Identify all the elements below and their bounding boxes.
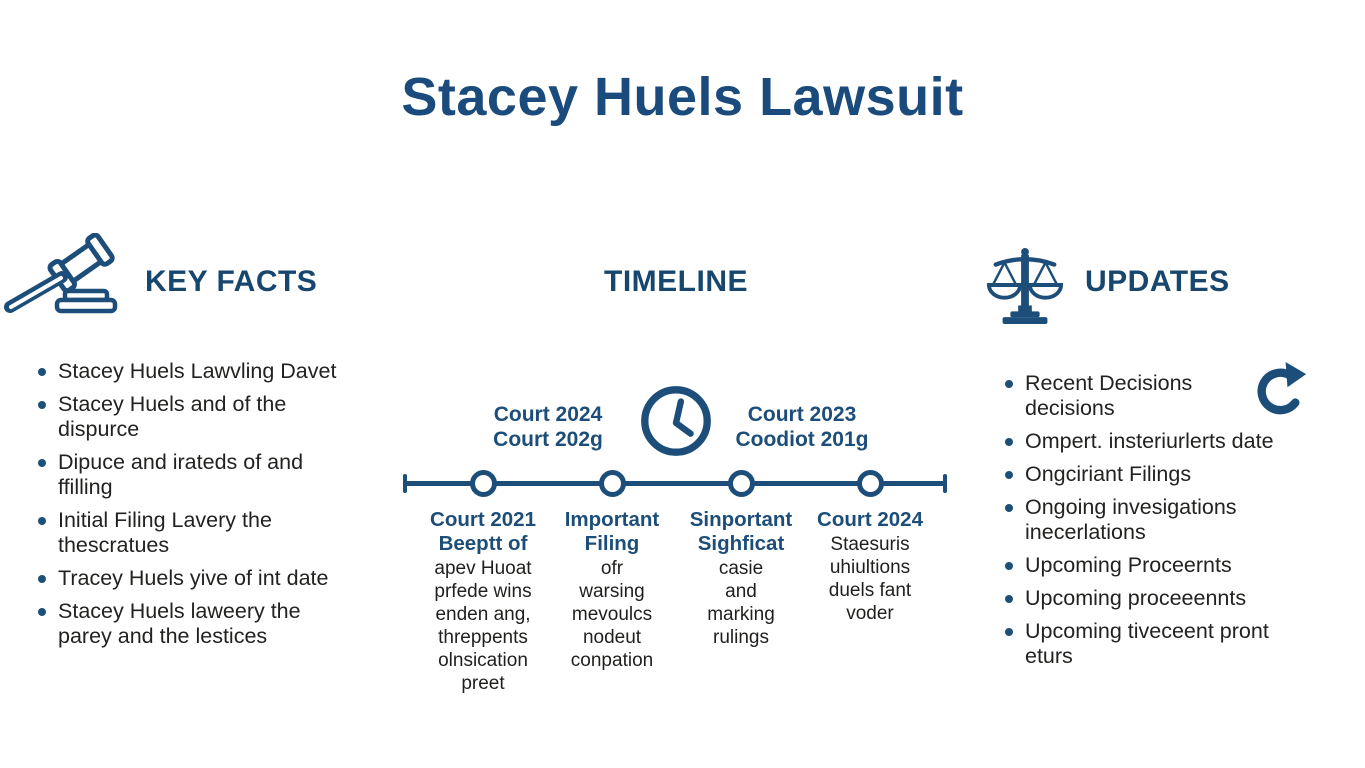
update-text: Ompert. insteriurlerts date <box>1025 429 1274 453</box>
bullet-dot <box>1005 438 1013 446</box>
list-item: Initial Filing Lavery the thescratues <box>38 508 338 558</box>
event-description: apev Huoat prfede wins enden ang, threpp… <box>434 558 532 694</box>
timeline-node <box>599 470 626 497</box>
list-item: Upcoming tiveceent pront eturs <box>1005 619 1283 669</box>
key-fact-text: Stacey Huels Lawvling Davet <box>58 359 337 383</box>
bullet-dot <box>38 368 46 376</box>
event-title: Important <box>564 508 660 531</box>
timeline-axis <box>405 481 945 486</box>
event-title: Court 2021 <box>430 508 536 531</box>
event-subtitle: Sighficat <box>697 532 785 555</box>
event-title: Court 2024 <box>817 508 923 531</box>
list-item: Dipuce and irateds of and ffilling <box>38 450 338 500</box>
bullet-dot <box>1005 595 1013 603</box>
event-description: Staesuris uhiultions duels fant voder <box>828 534 912 624</box>
list-item: Ongciriant Filings <box>1005 462 1283 487</box>
timeline-node <box>728 470 755 497</box>
update-text: Recent Decisions decisions <box>1025 371 1193 420</box>
key-fact-text: Stacey Huels laweery the parey and the l… <box>58 599 301 648</box>
bullet-dot <box>38 517 46 525</box>
bullet-dot <box>38 575 46 583</box>
bullet-dot <box>1005 504 1013 512</box>
timeline-label-above-right: Court 2023 Coodiot 201g <box>735 403 869 451</box>
bullet-dot <box>1005 628 1013 636</box>
event-title: Sinportant <box>689 508 793 531</box>
refresh-icon <box>1252 360 1308 420</box>
event-subtitle: Beeptt of <box>438 532 528 555</box>
updates-list: Recent Decisions decisions Ompert. inste… <box>1005 371 1283 677</box>
update-text: Upcoming tiveceent pront eturs <box>1025 619 1269 668</box>
bullet-dot <box>38 401 46 409</box>
timeline-event: Important Filing ofr warsing mevoulcs no… <box>534 508 690 672</box>
timeline-heading: TIMELINE <box>604 265 748 298</box>
key-facts-list: Stacey Huels Lawvling Davet Stacey Huels… <box>38 359 338 657</box>
scales-icon <box>986 244 1064 326</box>
timeline-endcap-right <box>943 474 947 493</box>
list-item: Ompert. insteriurlerts date <box>1005 429 1283 454</box>
event-description: casie and marking rulings <box>707 558 775 648</box>
bullet-dot <box>1005 562 1013 570</box>
timeline-event: Court 2021 Beeptt of apev Huoat prfede w… <box>405 508 561 695</box>
update-text: Ongoing invesigations inecerlations <box>1025 495 1237 544</box>
list-item: Upcoming Proceernts <box>1005 553 1283 578</box>
list-item: Stacey Huels Lawvling Davet <box>38 359 338 384</box>
updates-heading: UPDATES <box>1085 265 1230 298</box>
update-text: Upcoming proceeennts <box>1025 586 1247 610</box>
bullet-dot <box>1005 471 1013 479</box>
list-item: Upcoming proceeennts <box>1005 586 1283 611</box>
timeline-event: Sinportant Sighficat casie and marking r… <box>663 508 819 649</box>
update-text: Ongciriant Filings <box>1025 462 1192 486</box>
timeline-event: Court 2024 Staesuris uhiultions duels fa… <box>792 508 948 625</box>
list-item: Ongoing invesigations inecerlations <box>1005 495 1283 545</box>
key-fact-text: Tracey Huels yive of int date <box>58 566 329 590</box>
list-item: Stacey Huels and of the dispurce <box>38 392 338 442</box>
key-fact-text: Dipuce and irateds of and ffilling <box>58 450 304 499</box>
update-text: Upcoming Proceernts <box>1025 553 1232 577</box>
timeline-node <box>470 470 497 497</box>
bullet-dot <box>38 608 46 616</box>
list-item: Stacey Huels laweery the parey and the l… <box>38 599 338 649</box>
timeline-node <box>857 470 884 497</box>
key-facts-heading: KEY FACTS <box>145 265 318 298</box>
key-fact-text: Initial Filing Lavery the thescratues <box>58 508 272 557</box>
list-item: Recent Decisions decisions <box>1005 371 1283 421</box>
event-subtitle: Filing <box>584 532 640 555</box>
timeline-endcap-left <box>403 474 407 493</box>
clock-icon <box>637 382 715 460</box>
gavel-icon <box>0 232 132 317</box>
event-description: ofr warsing mevoulcs nodeut conpation <box>570 558 654 671</box>
bullet-dot <box>1005 380 1013 388</box>
list-item: Tracey Huels yive of int date <box>38 566 338 591</box>
bullet-dot <box>38 459 46 467</box>
page-title: Stacey Huels Lawsuit <box>401 67 964 127</box>
timeline-label-above-left: Court 2024 Court 202g <box>493 403 603 451</box>
key-fact-text: Stacey Huels and of the dispurce <box>58 392 287 441</box>
